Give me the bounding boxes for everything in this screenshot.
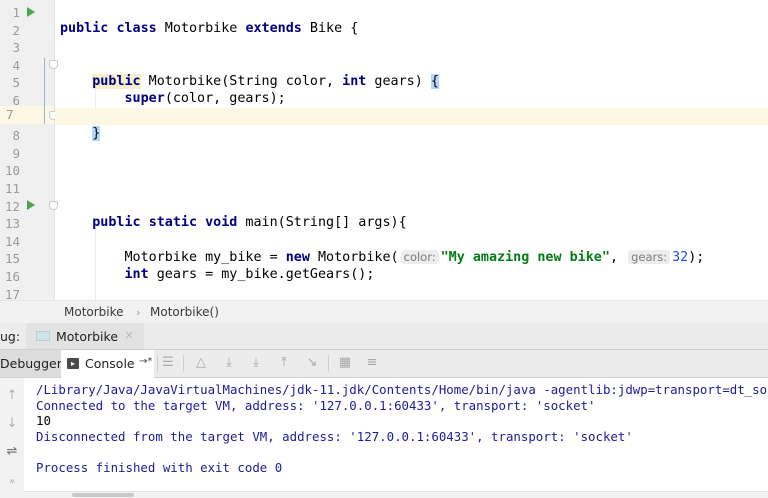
line-number-17: 17 bbox=[4, 286, 20, 300]
line-number-6: 6 bbox=[12, 93, 20, 108]
trace-icon[interactable]: ≡ bbox=[366, 355, 378, 370]
breadcrumb-separator: › bbox=[136, 306, 141, 319]
console-line: 10 bbox=[36, 413, 51, 428]
breadcrumb-method[interactable]: Motorbike() bbox=[150, 305, 219, 319]
line-number-7: 7 bbox=[0, 106, 54, 124]
console-line: Connected to the target VM, address: '12… bbox=[36, 397, 596, 413]
toolbar-separator bbox=[183, 355, 184, 372]
indent-guide bbox=[95, 216, 96, 300]
line-number-10: 10 bbox=[4, 163, 20, 179]
fold-main-icon[interactable] bbox=[49, 201, 58, 210]
line-number-4: 4 bbox=[12, 57, 20, 73]
toolbar-separator bbox=[328, 355, 329, 372]
matched-brace: { bbox=[430, 73, 439, 89]
line-number-5: 5 bbox=[12, 75, 20, 91]
indent-guide bbox=[95, 74, 96, 112]
line-number-11: 11 bbox=[4, 181, 20, 196]
fold-range-indicator bbox=[44, 58, 45, 124]
console-side-toolbar: ↑ ↓ ⇌ » bbox=[0, 378, 25, 498]
threads-icon[interactable]: ☰ bbox=[162, 355, 174, 370]
code-line-7-current: } bbox=[55, 107, 768, 142]
line-number-2: 2 bbox=[12, 22, 20, 38]
tab-console[interactable]: ▸ Console →* bbox=[61, 350, 154, 378]
session-config-icon bbox=[36, 331, 50, 341]
code-line-12: public static void main(String[] args){ bbox=[92, 214, 407, 230]
line-number-16: 16 bbox=[4, 269, 20, 284]
line-number-13: 13 bbox=[4, 216, 20, 232]
code-editor[interactable]: 7 1 2 3 4 5 6 8 9 10 11 12 13 14 15 16 1… bbox=[0, 0, 768, 300]
soft-wrap-icon[interactable]: ⇌ bbox=[6, 444, 18, 459]
tab-debugger[interactable]: Debugger bbox=[0, 350, 62, 377]
code-line-1: public class Motorbike extends Bike { bbox=[60, 20, 359, 36]
scrollbar-thumb[interactable] bbox=[72, 493, 134, 497]
breadcrumb: Motorbike › Motorbike() bbox=[0, 300, 768, 324]
code-line-17: System.out.println(gears); bbox=[55, 284, 768, 300]
line-number-9: 9 bbox=[12, 145, 20, 161]
code-line-4: public Motorbike(String color, int gears… bbox=[92, 73, 439, 89]
more-actions-icon[interactable]: » bbox=[8, 476, 16, 487]
code-line-6: super.setGears(10); bbox=[55, 90, 768, 124]
console-line: Disconnected from the target VM, address… bbox=[36, 428, 633, 444]
step-into-icon[interactable]: ⤓ bbox=[253, 355, 259, 370]
code-area[interactable]: public class Motorbike extends Bike { pu… bbox=[55, 0, 768, 300]
code-line-14: Motorbike my_bike = new Motorbike(color:… bbox=[124, 249, 705, 265]
console-pin-icon[interactable]: →* bbox=[139, 356, 153, 367]
matched-brace: } bbox=[92, 126, 101, 142]
scroll-up-icon[interactable]: ↑ bbox=[6, 388, 18, 403]
parameter-hint-gears: gears: bbox=[628, 249, 671, 264]
line-number-8: 8 bbox=[12, 128, 20, 144]
line-number-12: 12 bbox=[4, 198, 20, 214]
line-number-14: 14 bbox=[4, 233, 20, 249]
debug-session-bar: ug: Motorbike × bbox=[0, 323, 768, 350]
scroll-down-icon[interactable]: ↓ bbox=[6, 416, 18, 431]
parameter-hint-color: color: bbox=[400, 249, 439, 264]
debug-session-tab[interactable]: Motorbike × bbox=[26, 323, 144, 349]
fold-constructor-icon[interactable] bbox=[49, 60, 58, 69]
line-number-15: 15 bbox=[4, 251, 20, 267]
step-out-icon[interactable]: ⤒ bbox=[281, 355, 287, 370]
editor-gutter[interactable]: 7 1 2 3 4 5 6 8 9 10 11 12 13 14 15 16 1… bbox=[0, 0, 58, 300]
toolbar-separator bbox=[157, 355, 158, 372]
run-main-icon[interactable] bbox=[27, 200, 35, 210]
console-icon: ▸ bbox=[67, 358, 79, 369]
show-execution-point-icon[interactable]: △ bbox=[196, 355, 206, 370]
run-to-cursor-icon[interactable]: ↘ bbox=[306, 355, 318, 370]
code-line-5: super(color, gears); bbox=[124, 91, 286, 107]
line-number-3: 3 bbox=[12, 40, 20, 56]
debug-tool-window-label: ug: bbox=[0, 329, 21, 344]
run-class-icon[interactable] bbox=[27, 7, 35, 17]
evaluate-expression-icon[interactable]: ▦ bbox=[338, 355, 352, 370]
horizontal-scrollbar[interactable] bbox=[24, 491, 768, 498]
code-line-15: int gears = my_bike.getGears(); bbox=[124, 267, 375, 283]
console-line: Process finished with exit code 0 bbox=[36, 459, 283, 475]
debug-toolbar: Debugger ▸ Console →* ☰ △ ⤓ ⤓ ⤒ ↘ ▦ ≡ bbox=[0, 350, 768, 378]
step-over-icon[interactable]: ⤓ bbox=[226, 355, 232, 370]
line-number-1: 1 bbox=[12, 5, 20, 20]
breadcrumb-class[interactable]: Motorbike bbox=[64, 305, 124, 319]
console-output[interactable]: /Library/Java/JavaVirtualMachines/jdk-11… bbox=[24, 378, 768, 492]
close-icon[interactable]: × bbox=[124, 328, 135, 342]
console-line: /Library/Java/JavaVirtualMachines/jdk-11… bbox=[36, 382, 768, 397]
